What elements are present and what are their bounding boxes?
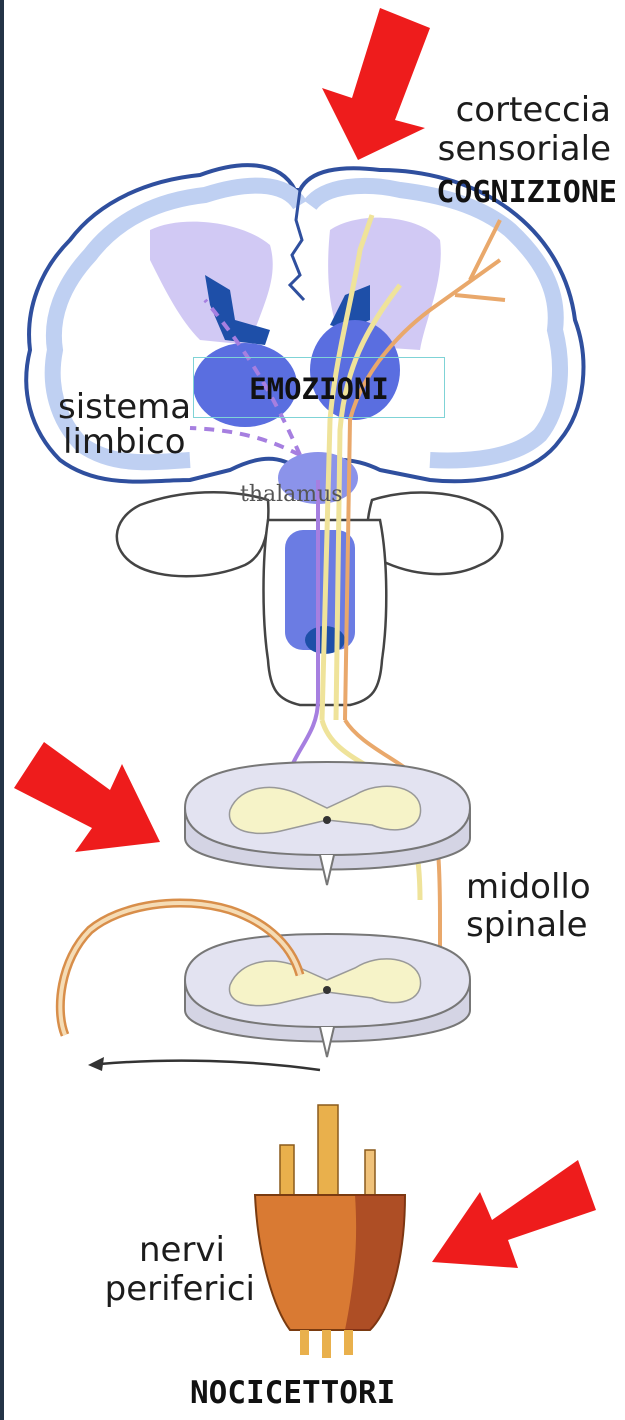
nerves-label-line2: periferici: [105, 1272, 255, 1306]
cerebellum-right: [367, 493, 502, 574]
emotions-box: EMOZIONI: [193, 357, 445, 418]
nociceptors-label: NOCICETTORI: [190, 1378, 395, 1408]
cortex-label-line2: sensoriale: [438, 132, 611, 166]
lower-central-canal: [323, 986, 331, 994]
return-arrow-head: [88, 1057, 104, 1071]
arrow-nociceptor: [432, 1160, 596, 1268]
receptor-foot-3: [344, 1330, 353, 1355]
upper-central-canal: [323, 816, 331, 824]
arrow-cortex: [322, 8, 430, 160]
cerebellum-brainstem: [117, 492, 503, 705]
receptor-foot-2: [322, 1330, 331, 1358]
cortex-label-line1: corteccia: [456, 93, 611, 127]
spinal-label-line2: spinale: [466, 908, 588, 942]
thalamus-label: thalamus: [240, 478, 343, 512]
limbic-label-line1: sistema: [58, 390, 191, 424]
arrow-spinal-cord: [14, 742, 160, 852]
spinal-label-line1: midollo: [466, 870, 591, 904]
spinal-cord-upper: [185, 762, 470, 885]
spinal-cord-lower: [185, 934, 470, 1057]
emotions-label: EMOZIONI: [194, 372, 444, 406]
cognition-label: COGNIZIONE: [436, 178, 617, 208]
receptor-foot-1: [300, 1330, 309, 1355]
receptor-stalk-main: [318, 1105, 338, 1200]
return-arrow-line: [100, 1061, 320, 1070]
nociceptor: [255, 1105, 405, 1358]
nerves-label-line1: nervi: [139, 1233, 225, 1267]
limbic-label-line2: limbico: [63, 425, 186, 459]
